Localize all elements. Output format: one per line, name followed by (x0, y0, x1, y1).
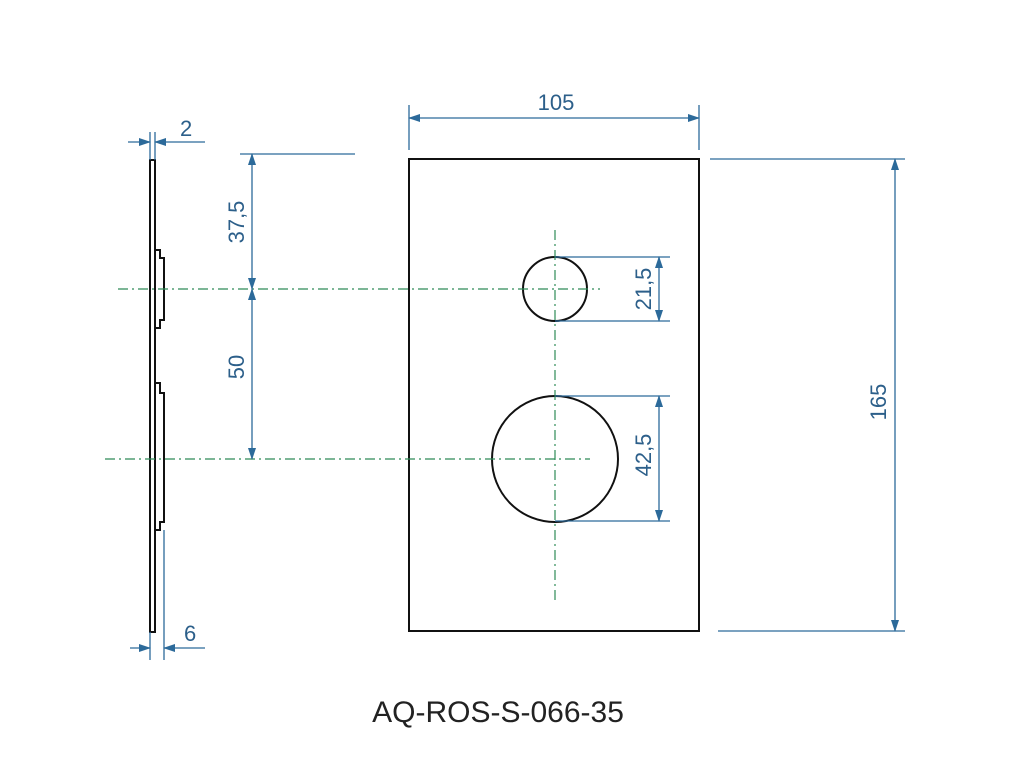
dim-axis-spacing-label: 50 (224, 355, 249, 379)
dim-plate-height-label: 165 (866, 384, 891, 421)
dim-plate-width-label: 105 (538, 90, 575, 115)
front-view (408, 158, 700, 632)
dim-small-hole-label: 21,5 (631, 268, 656, 311)
dim-plate-height: 165 (710, 158, 905, 632)
front-plate (408, 158, 700, 632)
side-plate (149, 159, 156, 633)
dim-large-hole-label: 42,5 (631, 434, 656, 477)
dim-axis-spacing: 50 (224, 288, 256, 460)
dimensions: 2 6 37,5 50 105 (128, 90, 905, 660)
dim-top-to-upper-axis: 37,5 (224, 153, 355, 290)
dim-plate-thickness: 2 (128, 116, 205, 160)
dim-large-hole: 42,5 (555, 395, 670, 522)
dim-top-to-upper-axis-label: 37,5 (224, 201, 249, 244)
side-view (149, 159, 165, 633)
dim-boss-depth: 6 (130, 530, 205, 660)
dim-small-hole: 21,5 (555, 256, 670, 322)
product-code: AQ-ROS-S-066-35 (372, 696, 624, 729)
dim-boss-depth-label: 6 (184, 621, 196, 646)
center-lines (105, 230, 600, 600)
lower-boss (155, 382, 165, 531)
dim-plate-thickness-label: 2 (180, 116, 192, 141)
dim-plate-width: 105 (408, 90, 700, 150)
